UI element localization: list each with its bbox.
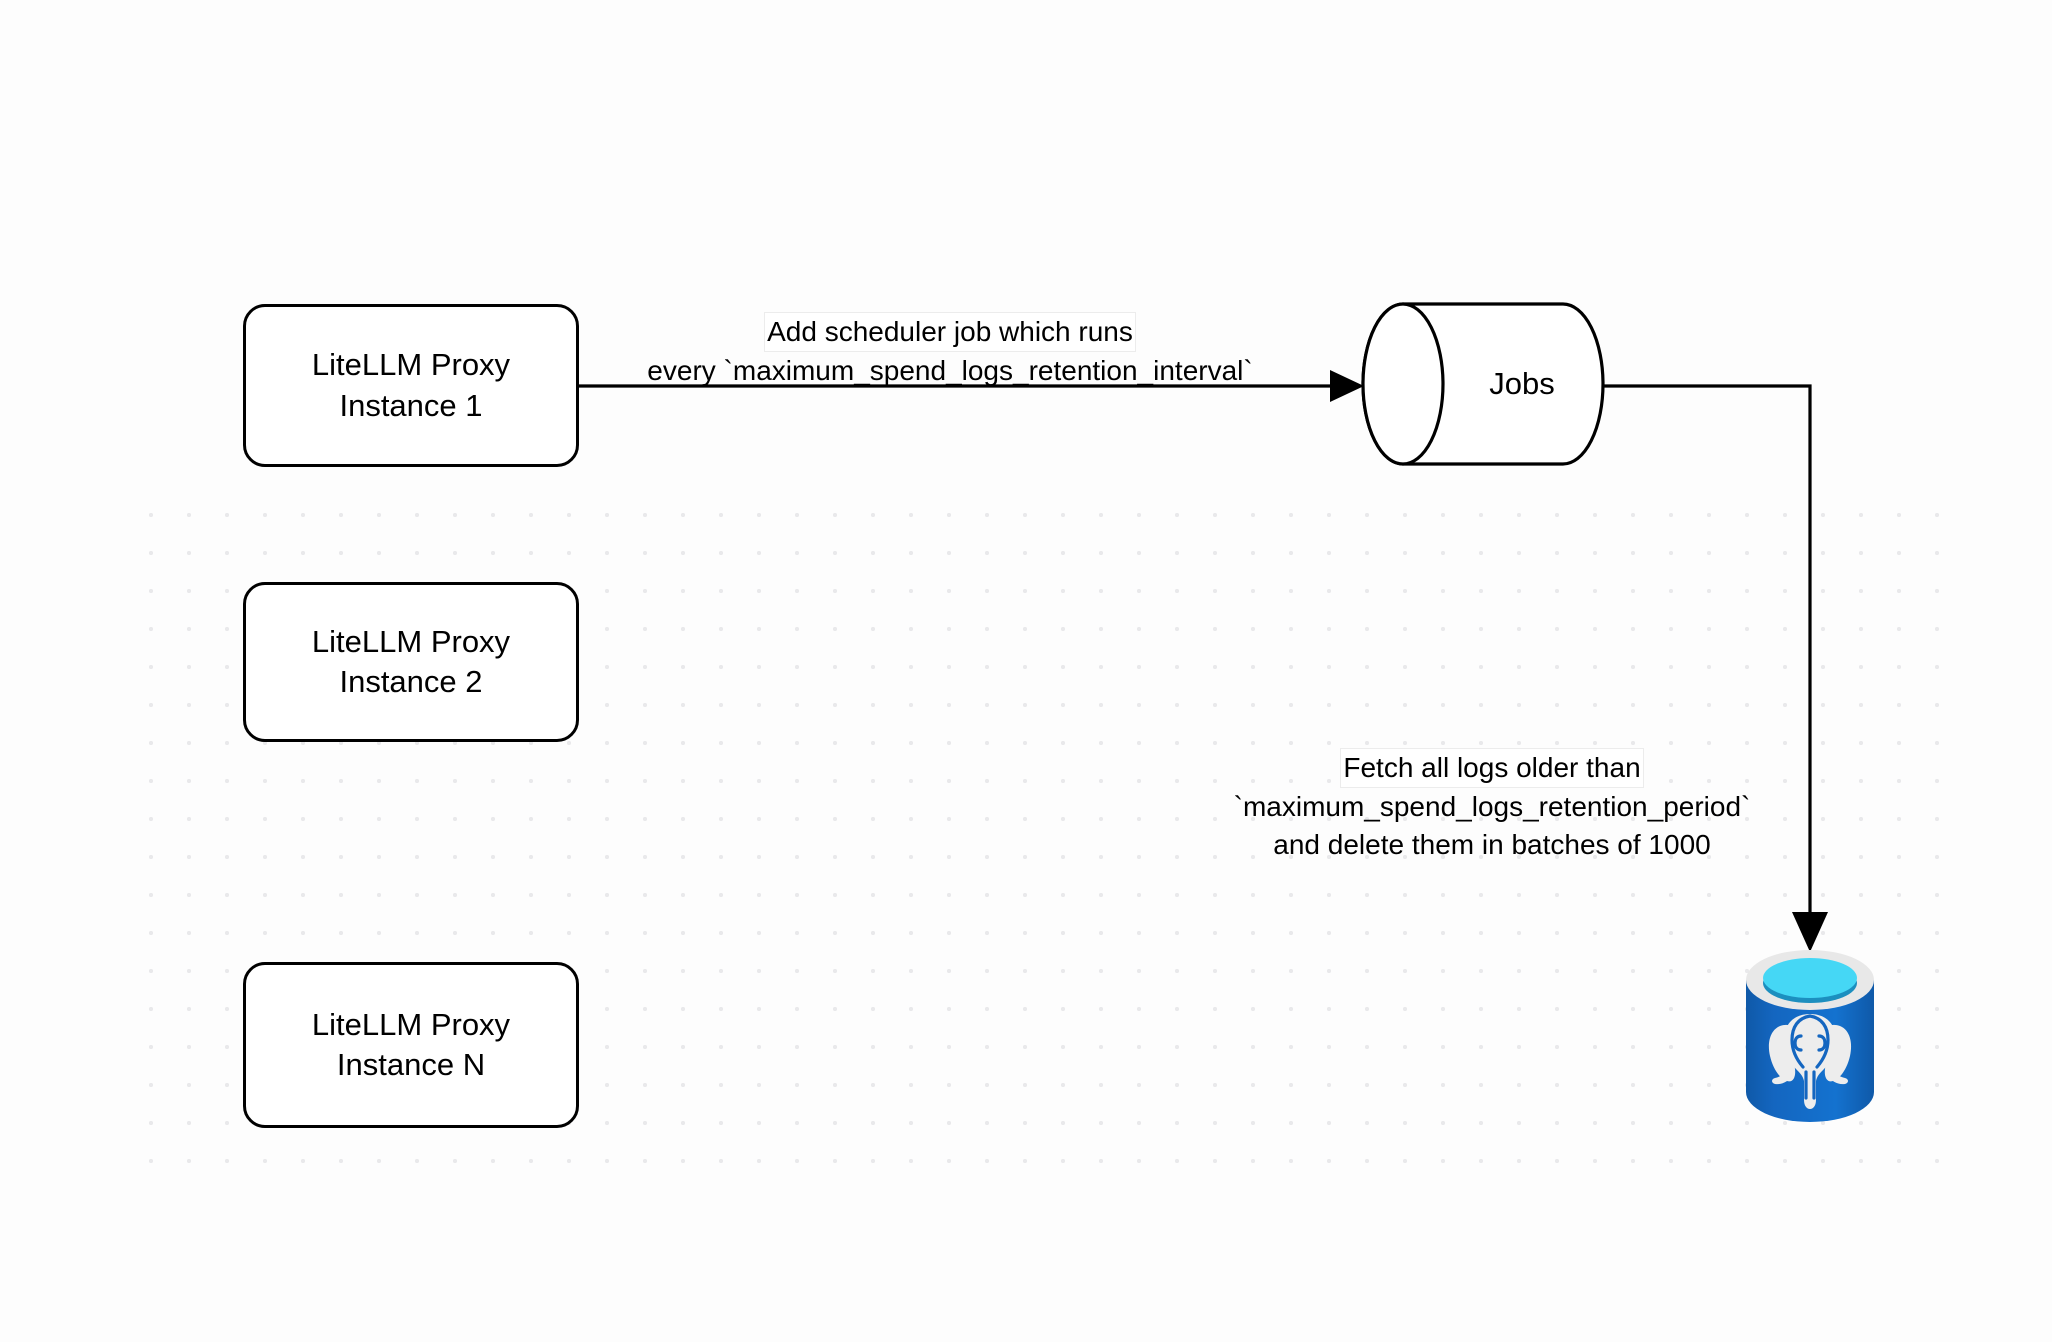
postgresql-database-icon[interactable] — [1744, 948, 1876, 1124]
edge-label-fetch-line3: and delete them in batches of 1000 — [1273, 829, 1711, 861]
proxy-1-line2: Instance 1 — [339, 387, 483, 423]
edge-proxy1-to-jobs — [579, 370, 1364, 402]
node-jobs-queue[interactable]: Jobs — [1361, 302, 1605, 466]
edge-label-fetch-line2: `maximum_spend_logs_retention_period` — [1233, 791, 1751, 823]
postgres-elephant-detail — [1790, 1014, 1830, 1100]
edge-label-scheduler-line2: every `maximum_spend_logs_retention_inte… — [647, 355, 1253, 387]
node-litellm-proxy-instance-n[interactable]: LiteLLM Proxy Instance N — [243, 962, 579, 1128]
edge-label-scheduler-line1: Add scheduler job which runs — [764, 312, 1136, 353]
proxy-n-line2: Instance N — [336, 1047, 486, 1082]
edge-jobs-to-database — [1604, 384, 1828, 952]
edge-label-add-scheduler-job: Add scheduler job which runs every `maxi… — [600, 312, 1300, 390]
proxy-1-line1: LiteLLM Proxy — [311, 347, 511, 383]
jobs-cylinder-shape — [1361, 302, 1605, 466]
node-litellm-proxy-instance-1[interactable]: LiteLLM Proxy Instance 1 — [243, 304, 579, 467]
proxy-2-line2: Instance 2 — [339, 664, 483, 699]
proxy-n-line1: LiteLLM Proxy — [311, 1006, 511, 1042]
proxy-2-line1: LiteLLM Proxy — [311, 623, 511, 659]
node-litellm-proxy-instance-2[interactable]: LiteLLM Proxy Instance 2 — [243, 582, 579, 742]
postgresql-cylinder-shape — [1746, 950, 1874, 1122]
edge-label-fetch-and-delete-logs: Fetch all logs older than `maximum_spend… — [1222, 748, 1762, 864]
edge-label-fetch-line1: Fetch all logs older than — [1340, 748, 1644, 789]
